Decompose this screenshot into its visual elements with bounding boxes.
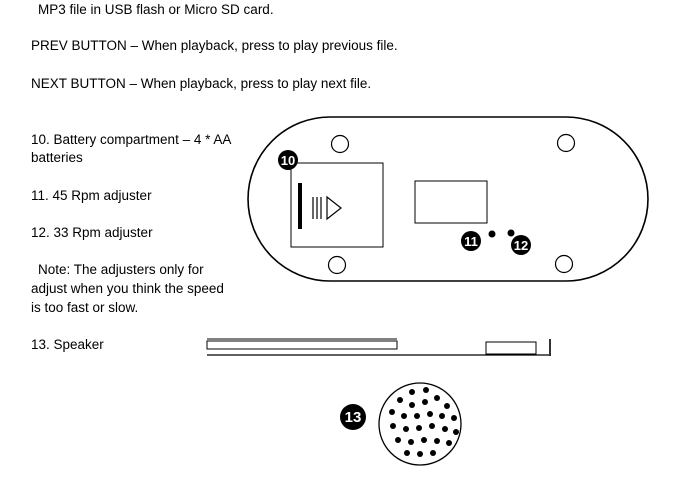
- battery-latch: [298, 183, 302, 229]
- rpm33-adjuster-hole: [507, 229, 515, 237]
- battery-compartment-label-cont: batteries: [31, 150, 83, 165]
- mp3-source-text: MP3 file in USB flash or Micro SD card.: [38, 2, 274, 17]
- battery-compartment: [290, 162, 384, 248]
- speaker-grille: [378, 382, 462, 466]
- next-button-description: NEXT BUTTON – When playback, press to pl…: [31, 76, 372, 91]
- side-view-port: [485, 341, 537, 355]
- prev-button-description: PREV BUTTON – When playback, press to pl…: [31, 38, 398, 53]
- callout-11: 11: [461, 231, 481, 251]
- foot-top-left: [330, 134, 350, 154]
- battery-compartment-label: 10. Battery compartment – 4 * AA: [31, 132, 232, 147]
- speaker-holes: [389, 387, 459, 457]
- adjuster-note-line1: Note: The adjusters only for: [38, 262, 204, 277]
- callout-10: 10: [278, 150, 298, 170]
- label-plate: [414, 180, 488, 224]
- battery-arrow-icon: [326, 195, 342, 221]
- speaker-label: 13. Speaker: [31, 337, 104, 352]
- adjuster-note-line2: adjust when you think the speed: [31, 281, 224, 296]
- callout-12: 12: [511, 235, 531, 255]
- callout-13: 13: [340, 404, 366, 430]
- svg-text:13: 13: [345, 409, 362, 426]
- foot-bottom-left: [327, 255, 347, 275]
- foot-bottom-right: [554, 254, 574, 274]
- svg-text:11: 11: [464, 234, 478, 249]
- device-bottom-outline: [247, 116, 649, 282]
- rpm45-adjuster-label: 11. 45 Rpm adjuster: [31, 188, 152, 203]
- foot-top-right: [556, 133, 576, 153]
- adjuster-note-line3: is too fast or slow.: [31, 300, 139, 315]
- side-view-slot: [206, 340, 398, 350]
- svg-text:12: 12: [514, 238, 528, 253]
- rpm33-adjuster-label: 12. 33 Rpm adjuster: [31, 225, 153, 240]
- rpm45-adjuster-hole: [488, 230, 496, 238]
- svg-text:10: 10: [281, 153, 295, 168]
